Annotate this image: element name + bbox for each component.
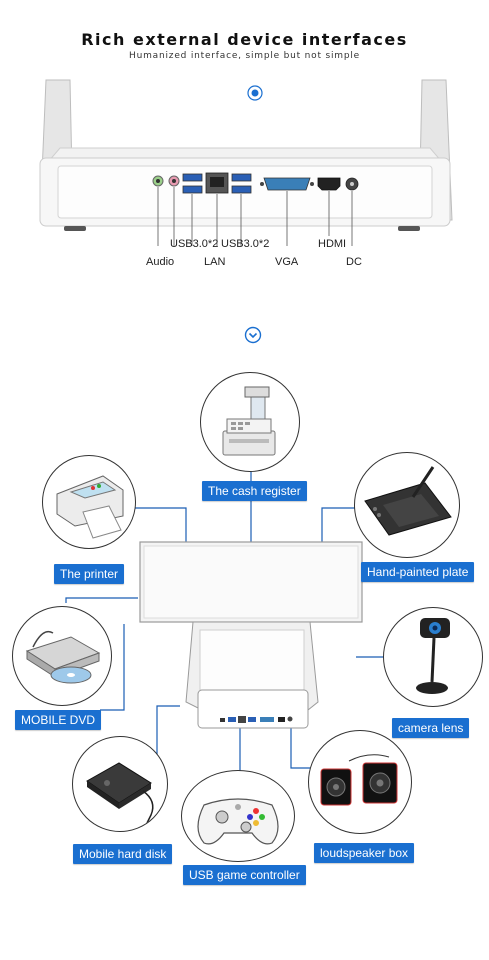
vga-label: VGA <box>275 256 299 268</box>
game-controller-icon <box>197 798 279 845</box>
hdmi-label: HDMI <box>318 238 347 250</box>
hard-disk-icon <box>86 762 154 824</box>
hard-disk-circle <box>72 736 168 832</box>
webcam-icon <box>416 618 450 694</box>
drawing-tablet-icon <box>364 466 452 536</box>
chevron-down-icon <box>244 326 262 344</box>
mobile-dvd-label: MOBILE DVD <box>15 710 102 730</box>
dvd-drive-icon <box>25 630 101 684</box>
usb-right-label: USB3.0*2 <box>221 238 270 250</box>
printer-circle <box>42 455 136 549</box>
cash-register-label: The cash register <box>202 481 307 501</box>
loudspeaker-box-label: loudspeaker box <box>314 843 415 863</box>
page-subtitle: Humanized interface, simple but not simp… <box>129 51 360 61</box>
hand-painted-plate-label: Hand-painted plate <box>361 562 475 582</box>
speaker-circle <box>308 730 412 834</box>
camera-lens-label: camera lens <box>392 718 470 738</box>
game-controller-circle <box>181 770 295 862</box>
audio-label: Audio <box>146 256 175 268</box>
speaker-icon <box>320 754 398 806</box>
printer-icon <box>56 475 124 539</box>
target-icon <box>247 85 263 101</box>
monitor-illustration <box>139 541 363 729</box>
usb-left-label: USB3.0*2 <box>170 238 219 250</box>
mobile-dvd-circle <box>12 606 112 706</box>
dc-label: DC <box>346 256 362 268</box>
lan-label: LAN <box>204 256 226 268</box>
cash-register-icon <box>222 386 276 456</box>
usb-game-controller-label: USB game controller <box>183 865 306 885</box>
camera-circle <box>383 607 483 707</box>
cash-register-circle <box>200 372 300 472</box>
drawing-tablet-circle <box>354 452 460 558</box>
mobile-hard-disk-label: Mobile hard disk <box>73 844 173 864</box>
mini-pc-rear-panel <box>39 79 453 246</box>
printer-label: The printer <box>54 564 125 584</box>
page-title: Rich external device interfaces <box>81 30 408 49</box>
